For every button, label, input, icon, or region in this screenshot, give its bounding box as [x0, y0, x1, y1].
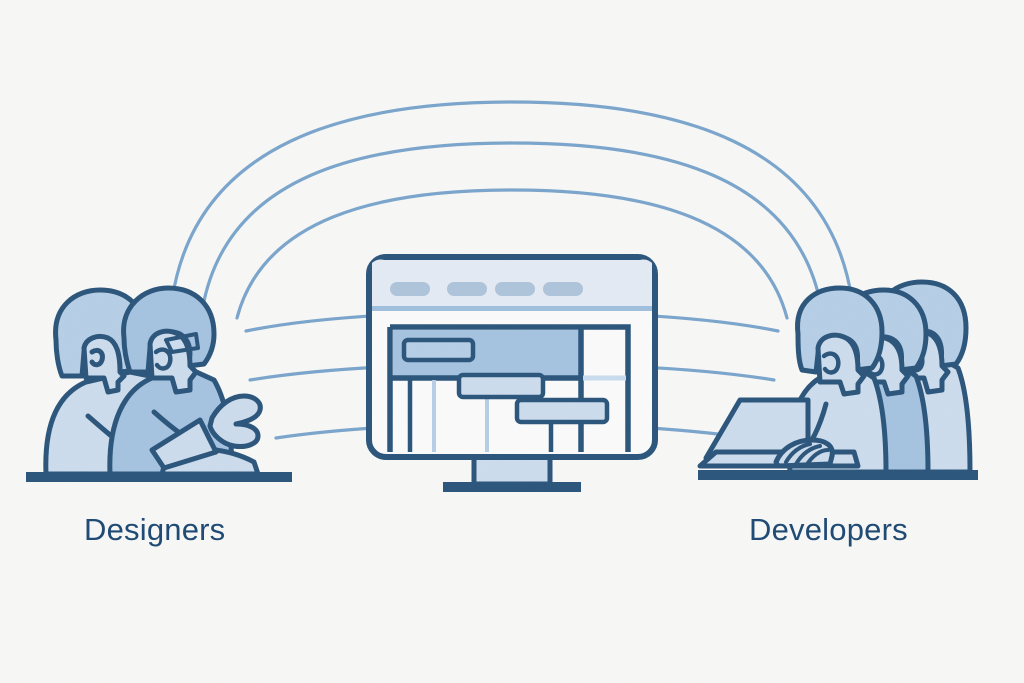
- screen-floating-bar-3: [514, 397, 610, 425]
- monitor-stand-base: [443, 482, 581, 492]
- toolbar-pill-3: [495, 282, 535, 296]
- screen-header-pill: [401, 337, 476, 363]
- monitor-toolbar-top-curve: [372, 259, 652, 274]
- toolbar-pill-2: [447, 282, 487, 296]
- monitor-toolbar-divider: [372, 306, 652, 311]
- screen-floating-bar-2: [456, 372, 546, 400]
- label-designers: Designers: [84, 512, 226, 547]
- toolbar-pill-4: [543, 282, 583, 296]
- toolbar-pill-1: [390, 282, 430, 296]
- label-developers: Developers: [749, 512, 908, 547]
